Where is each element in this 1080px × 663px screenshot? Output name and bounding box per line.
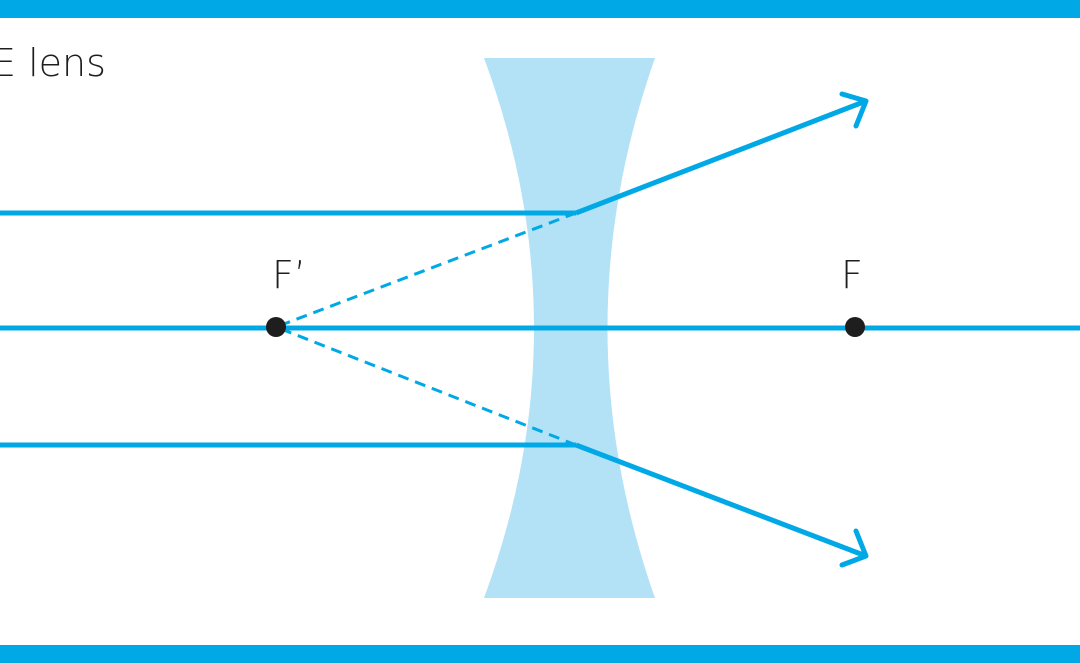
focal-point-left: [266, 317, 286, 337]
top-band: [0, 0, 1080, 18]
refracted-ray-upper: [575, 98, 867, 216]
arrowhead-lower: [839, 528, 869, 568]
bottom-band: [0, 645, 1080, 663]
focal-label-left: F’: [272, 253, 306, 297]
focal-point-right: [845, 317, 865, 337]
focal-label-right: F: [841, 253, 863, 297]
arrowhead-upper: [839, 91, 869, 129]
diagram-title: E lens: [0, 41, 106, 85]
refracted-ray-lower: [575, 442, 867, 559]
